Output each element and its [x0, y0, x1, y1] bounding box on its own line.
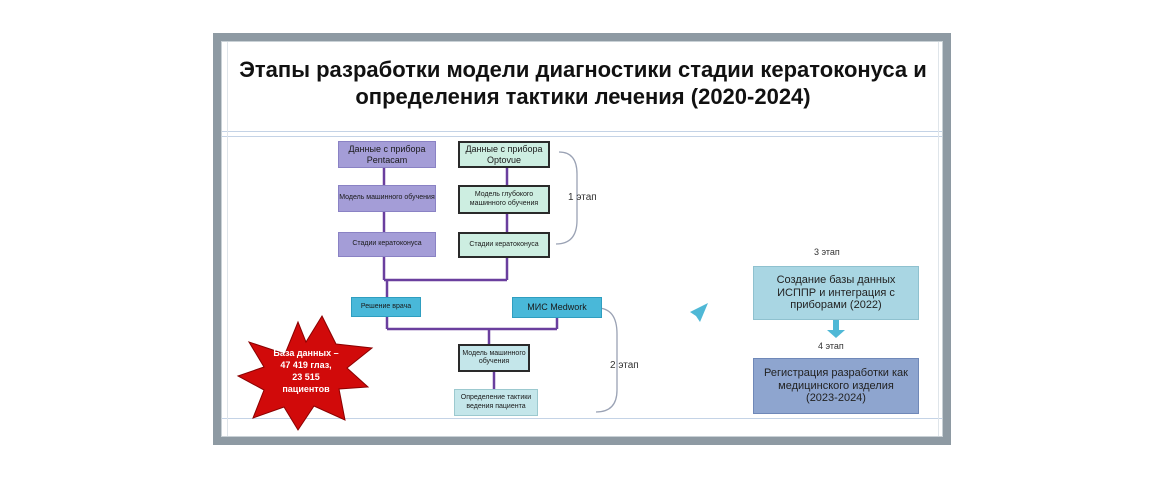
burst-line-1: База данных –	[273, 348, 339, 358]
stage-4-label: 4 этап	[818, 341, 844, 351]
arrow-to-stage-3	[690, 303, 708, 322]
stage-4-text: Регистрация разработки как медицинского …	[764, 367, 908, 405]
mis-medwork-label: МИС Medwork	[527, 302, 587, 313]
left-margin-line	[227, 42, 228, 436]
stage-3-label: 3 этап	[814, 247, 840, 257]
doctor-decision-box: Решение врача	[351, 297, 421, 317]
pentacam-data-label: Данные с прибора Pentacam	[348, 144, 426, 165]
arrow-stage-3-to-4	[827, 318, 845, 338]
burst-line-2: 47 419 глаз,	[280, 360, 332, 370]
title-line-2: определения тактики лечения (2020-2024)	[355, 84, 811, 109]
optovue-data-box: Данные с прибора Optovue	[458, 141, 550, 168]
mis-medwork-box: МИС Medwork	[512, 297, 602, 318]
brace-stage-1	[555, 151, 578, 245]
burst-line-3: 23 515	[292, 372, 320, 382]
stage-left-label: Стадии кератоконуса	[352, 240, 422, 248]
ml-model-2-box: Модель машинного обучения	[458, 344, 530, 372]
burst-line-4: пациентов	[282, 384, 330, 394]
brace-stage-2	[595, 307, 618, 413]
database-burst	[236, 314, 374, 431]
bottom-divider	[222, 418, 942, 419]
pentacam-data-box: Данные с прибора Pentacam	[338, 141, 436, 168]
stage-3-text: Создание базы данных ИСППР и интеграция …	[776, 274, 896, 312]
doctor-decision-label: Решение врача	[360, 302, 412, 310]
slide: Этапы разработки модели диагностики стад…	[221, 41, 943, 437]
stage-3-box: Создание базы данных ИСППР и интеграция …	[753, 266, 919, 320]
connector-lines	[236, 151, 845, 431]
slide-frame: Этапы разработки модели диагностики стад…	[213, 33, 951, 445]
stage-2-label: 2 этап	[610, 360, 639, 371]
title-divider	[222, 131, 942, 132]
title-line-1: Этапы разработки модели диагностики стад…	[239, 57, 927, 82]
deep-model-box: Модель глубокого машинного обучения	[458, 185, 550, 214]
slide-title: Этапы разработки модели диагностики стад…	[222, 56, 942, 110]
stage-right-label: Стадии кератоконуса	[469, 240, 539, 248]
database-burst-text: База данных – 47 419 глаз, 23 515 пациен…	[258, 347, 354, 395]
stage-1-label: 1 этап	[568, 192, 597, 203]
ml-model-2-label: Модель машинного обучения	[462, 349, 526, 365]
ml-model-label: Модель машинного обучения	[339, 194, 435, 202]
stage-right-box: Стадии кератоконуса	[458, 232, 550, 258]
stage-left-box: Стадии кератоконуса	[338, 232, 436, 257]
ml-model-box: Модель машинного обучения	[338, 185, 436, 212]
tactics-box: Определение тактики ведения пациента	[454, 389, 538, 416]
optovue-data-label: Данные с прибора Optovue	[465, 144, 543, 165]
right-margin-line	[938, 42, 939, 436]
tactics-label: Определение тактики ведения пациента	[460, 394, 532, 410]
deep-model-label: Модель глубокого машинного обучения	[469, 191, 539, 207]
title-divider-secondary	[222, 136, 942, 137]
stage-4-box: Регистрация разработки как медицинского …	[753, 358, 919, 414]
